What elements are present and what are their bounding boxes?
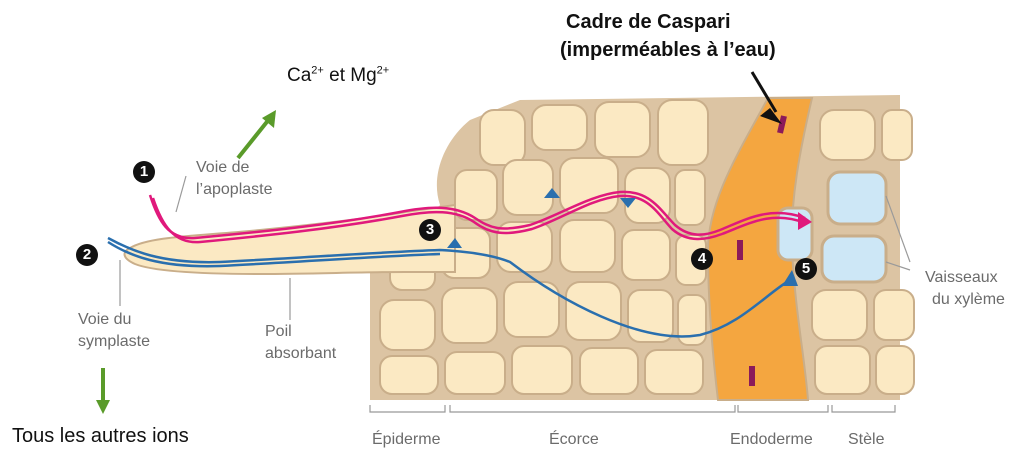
xylem-vessels	[776, 170, 888, 284]
apoplast-label-line1: Voie de	[196, 159, 250, 176]
endoderm-band	[706, 97, 814, 401]
zone-braces	[369, 405, 896, 413]
green-arrows	[96, 110, 276, 414]
apoplast-label-line2: l’apoplaste	[196, 181, 273, 198]
ion-ca-charge: 2+	[311, 64, 324, 77]
zone-stele: Stèle	[848, 431, 885, 448]
apoplast-arrowheads	[798, 212, 812, 230]
step-3-marker: 3	[419, 219, 441, 241]
zone-epiderme: Épiderme	[372, 431, 441, 448]
xylem-label-line1: Vaisseaux	[925, 269, 998, 286]
ion-mg-charge: 2+	[376, 64, 390, 77]
apoplast-pathway	[148, 190, 806, 244]
caspari-title-line1: Cadre de Caspari	[566, 11, 731, 33]
caspari-pointer-arrowhead	[760, 108, 782, 124]
zone-ecorce: Écorce	[549, 431, 599, 448]
ions-ca-mg-label: Ca2+ et Mg2+	[287, 64, 389, 88]
symplast-label-line1: Voie du	[78, 311, 132, 328]
step-5-marker: 5	[795, 258, 817, 280]
casparian-bands	[737, 115, 787, 386]
ion-ca: Ca	[287, 65, 312, 86]
symplast-pathway	[107, 236, 791, 338]
other-ions-label: Tous les autres ions	[12, 425, 189, 447]
caspari-title-line2: (imperméables à l’eau)	[560, 39, 776, 61]
ion-mg: et Mg	[323, 65, 377, 86]
step-1-marker: 1	[133, 161, 155, 183]
root-hair-label-line2: absorbant	[265, 345, 337, 362]
symplast-label-line2: symplaste	[78, 333, 151, 350]
leader-lines	[119, 71, 911, 320]
step-4-marker: 4	[691, 248, 713, 270]
symplast-arrowheads	[447, 188, 798, 286]
cortex-cells	[379, 99, 709, 395]
step-2-marker: 2	[76, 244, 98, 266]
root-hair-label-line1: Poil	[265, 323, 292, 340]
stele-cells	[811, 109, 915, 395]
xylem-label-line2: du xylème	[932, 291, 1005, 308]
zone-endoderme: Endoderme	[730, 431, 813, 448]
